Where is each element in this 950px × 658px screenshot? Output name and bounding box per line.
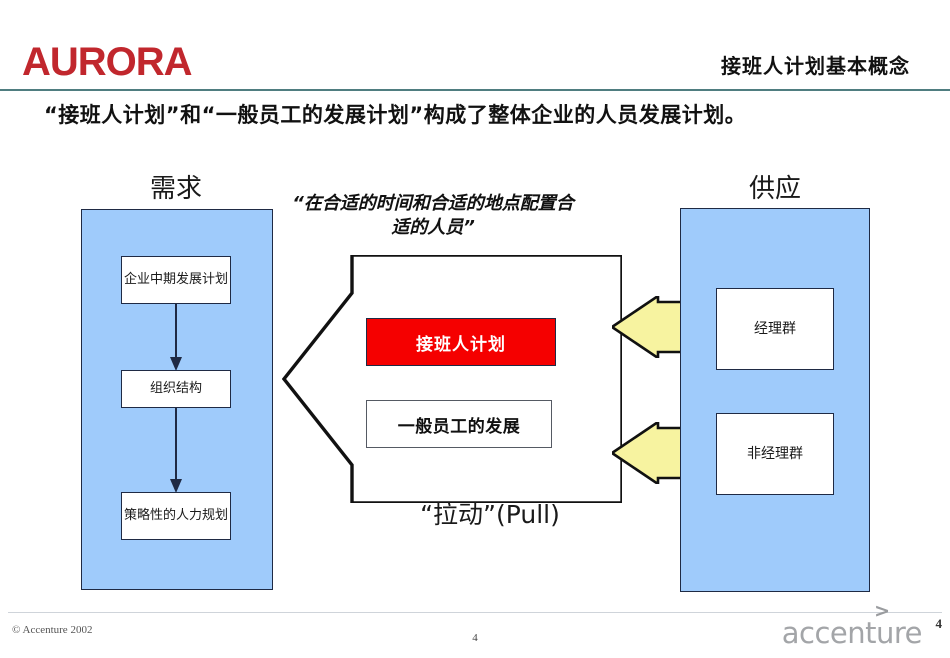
general-employee-development-box[interactable]: 一般员工的发展 bbox=[366, 400, 552, 448]
pull-arrow-shape bbox=[282, 255, 622, 503]
box-strategic-hr-plan[interactable]: 策略性的人力规划 bbox=[121, 492, 231, 540]
box-org-structure[interactable]: 组织结构 bbox=[121, 370, 231, 408]
connector-arrow-2 bbox=[170, 407, 182, 493]
footer-divider bbox=[8, 612, 942, 613]
center-quote: “在合适的时间和合适的地点配置合适的人员” bbox=[292, 193, 574, 239]
corner-page-number: 4 bbox=[935, 616, 943, 631]
aurora-logo: AURORA bbox=[22, 40, 193, 84]
pull-label: “拉动”(Pull) bbox=[420, 500, 560, 529]
box-manager-group[interactable]: 经理群 bbox=[716, 288, 834, 370]
slide-subtitle: “接班人计划”和“一般员工的发展计划”构成了整体企业的人员发展计划。 bbox=[44, 103, 747, 127]
page-title: 接班人计划基本概念 bbox=[721, 54, 910, 78]
supply-panel bbox=[680, 208, 870, 592]
succession-plan-box[interactable]: 接班人计划 bbox=[366, 318, 556, 366]
page-number: 4 bbox=[472, 632, 478, 644]
supply-heading: 供应 bbox=[748, 174, 801, 204]
header-divider bbox=[0, 89, 950, 91]
copyright-text: © Accenture 2002 bbox=[12, 624, 93, 636]
accenture-logo: accenture bbox=[781, 616, 923, 650]
demand-heading: 需求 bbox=[149, 174, 202, 204]
box-non-manager-group[interactable]: 非经理群 bbox=[716, 413, 834, 495]
accenture-caret-icon: > bbox=[874, 600, 890, 622]
box-mid-term-plan[interactable]: 企业中期发展计划 bbox=[121, 256, 231, 304]
connector-arrow-1 bbox=[170, 303, 182, 371]
